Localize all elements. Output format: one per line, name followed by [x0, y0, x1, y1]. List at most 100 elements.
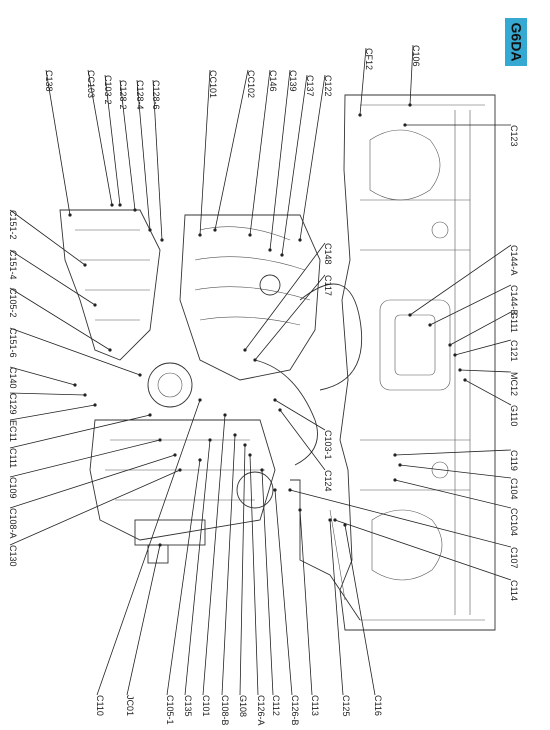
- connector-point-c105-1: [198, 458, 202, 462]
- leader-line-g111: [449, 311, 512, 346]
- connector-point-c110: [198, 398, 202, 402]
- connector-label-c110: C110: [95, 695, 105, 716]
- connector-label-c103-2: C103-2: [103, 75, 113, 105]
- connector-point-c126-b: [273, 488, 277, 492]
- connector-label-c148: C148: [323, 243, 333, 265]
- leader-line-c104: [399, 464, 512, 479]
- connector-label-c126-b: C126-B: [290, 695, 300, 726]
- leader-line-cc101: [199, 69, 211, 236]
- engine-assembly-drawing: [59, 94, 496, 631]
- connector-label-cf12: CF12: [364, 48, 374, 70]
- connector-label-c144-a: C144-A: [509, 245, 519, 276]
- connector-label-c151-2: C151-2: [8, 210, 18, 240]
- connector-point-c114: [333, 518, 337, 522]
- connector-label-c117: C117: [323, 275, 333, 296]
- connector-point-c148: [243, 348, 247, 352]
- connector-label-c151-6: C151-6: [8, 328, 18, 358]
- leader-line-c121: [454, 339, 512, 356]
- connector-point-c146: [248, 233, 252, 237]
- connector-label-g110: G110: [509, 405, 519, 426]
- connector-point-jc01: [158, 543, 162, 547]
- leader-line-c101: [202, 414, 226, 696]
- leader-line-c119: [394, 449, 512, 456]
- leader-line-cf12: [359, 47, 367, 116]
- connector-point-g108: [243, 443, 247, 447]
- connector-label-c135: C135: [183, 695, 193, 717]
- leader-line-c122: [299, 74, 326, 241]
- connector-label-c112: C112: [271, 695, 281, 716]
- connector-label-c128-6: C128-6: [151, 80, 161, 110]
- connector-point-c129: [83, 393, 87, 397]
- connector-label-c122: C122: [323, 75, 333, 97]
- connector-point-c140: [73, 383, 77, 387]
- leader-line-cc103: [87, 69, 113, 206]
- leader-line-c113: [299, 509, 313, 696]
- connector-point-c123: [403, 123, 407, 127]
- connector-label-c109: C109: [8, 477, 18, 499]
- connector-point-c130: [178, 468, 182, 472]
- leader-line-c111: [9, 414, 151, 449]
- leader-line-c139: [269, 69, 291, 251]
- connector-label-c104: C104: [509, 478, 519, 500]
- connector-point-c105-2: [108, 348, 112, 352]
- leader-line-c140: [9, 366, 76, 386]
- connector-label-mc12: MC12: [509, 372, 519, 396]
- connector-point-c109: [158, 438, 162, 442]
- connector-point-c126-a: [248, 453, 252, 457]
- connector-label-c123: C123: [509, 125, 519, 147]
- connector-label-c111: C111: [8, 448, 18, 468]
- connector-point-c108-a: [173, 453, 177, 457]
- leader-line-c148: [244, 242, 326, 351]
- connector-label-ec11: EC11: [8, 420, 18, 442]
- connector-point-c107: [288, 488, 292, 492]
- leader-line-c103-1: [274, 399, 326, 431]
- connector-point-c113: [298, 508, 302, 512]
- connector-point-c121: [453, 353, 457, 357]
- leader-line-c128-6: [152, 79, 163, 241]
- leader-line-c106: [409, 44, 414, 106]
- leader-line-c126-b: [274, 489, 293, 696]
- connector-label-c128-2: C128-2: [118, 80, 128, 110]
- connector-label-c126-a: C126-A: [256, 695, 266, 726]
- connector-label-c116: C116: [373, 695, 383, 716]
- connector-point-c144-b: [428, 323, 432, 327]
- leader-line-c151-2: [9, 209, 86, 266]
- connector-label-c129: C129: [8, 393, 18, 415]
- connector-point-c108-b: [233, 433, 237, 437]
- connector-label-c105-2: C105-2: [8, 288, 18, 318]
- connector-point-c103-1: [273, 398, 277, 402]
- connector-point-g111: [448, 343, 452, 347]
- connector-label-c125: C125: [341, 695, 351, 717]
- connector-label-c105-1: C105-1: [165, 695, 175, 725]
- connector-point-c122: [298, 238, 302, 242]
- connector-label-c107: C107: [509, 547, 519, 569]
- leader-line-c116: [344, 524, 376, 696]
- connector-label-c101: C101: [201, 695, 211, 717]
- leader-line-c144-b: [429, 284, 512, 326]
- leader-line-c151-4: [9, 249, 96, 306]
- leader-line-cc104: [394, 479, 512, 509]
- leader-line-c108-a: [9, 454, 176, 509]
- connector-point-c101: [223, 413, 227, 417]
- connector-point-c135: [208, 438, 212, 442]
- connector-point-c117: [253, 358, 257, 362]
- leader-line-c114: [334, 519, 512, 581]
- leader-line-c109: [9, 439, 161, 478]
- leader-line-c144-a: [409, 244, 512, 316]
- leader-line-c129: [9, 392, 86, 396]
- connector-label-c113: C113: [310, 695, 320, 716]
- connector-label-c103-1: C103-1: [323, 430, 333, 460]
- connector-point-c103-2: [118, 203, 122, 207]
- connector-label-c128-4: C128-4: [135, 80, 145, 110]
- connector-point-c128-6: [160, 238, 164, 242]
- leader-line-c138: [45, 69, 71, 216]
- connector-point-c151-4: [93, 303, 97, 307]
- leader-line-cc102: [214, 69, 249, 231]
- leader-line-c130: [9, 469, 181, 546]
- connector-label-c108-b: C108-B: [220, 695, 230, 726]
- leader-line-c126-a: [249, 454, 259, 696]
- connector-label-c139: C139: [288, 70, 298, 92]
- connector-label-c119: C119: [509, 450, 519, 471]
- leader-line-mc12: [459, 369, 512, 373]
